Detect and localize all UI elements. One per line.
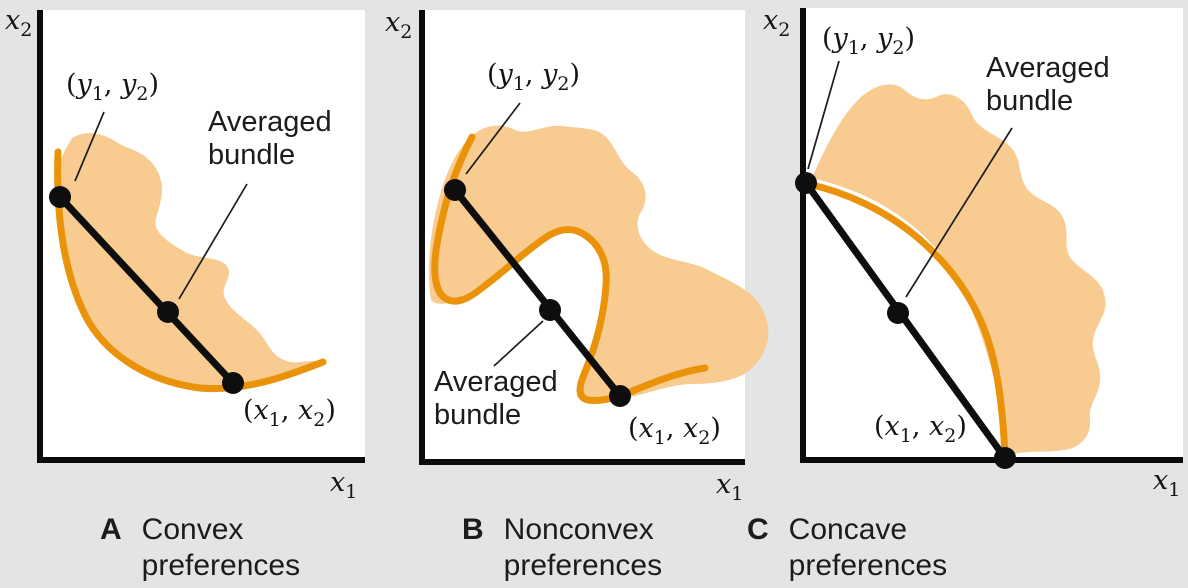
leader-averaged-bundle-C [905,127,1013,298]
leader-y-point-C [807,60,840,170]
indifference-curve-B [431,133,709,404]
indifference-curve-C [804,180,1009,461]
point-label-x-B: (x1, x2) [628,413,721,450]
point-x-C [994,447,1016,469]
caption-A: A Convex preferences [100,512,300,584]
caption-B: B Nonconvex preferences [462,512,662,584]
y-axis-sub-A: 2 [20,19,33,41]
point-averaged-C [887,302,909,324]
caption-text-C: Concave preferences [788,513,948,582]
caption-letter-A: A [100,513,122,546]
point-averaged-B [539,299,561,321]
x-axis-var-B: x [716,469,732,500]
point-y-A [49,186,71,208]
leader-averaged-bundle-B [493,320,544,367]
point-label-x-A: (x1, x2) [243,395,336,432]
preferred-set-A [57,133,320,388]
point-averaged-A [157,301,179,323]
point-label-y-C: (y1, y2) [822,23,915,60]
x-axis-sub-A: 1 [345,481,358,503]
averaged-bundle-label-B: Averaged bundle [434,366,558,431]
point-x-A [222,372,244,394]
point-label-y-B: (y1, y2) [487,59,580,96]
x-axis-label-B: x1 [716,470,743,509]
point-x-B [609,385,631,407]
caption-text-A: Convex preferences [141,513,301,582]
x-axis-sub-B: 1 [731,483,744,505]
averaged-bundle-label-A: Averaged bundle [208,106,332,171]
y-axis-label-B: x2 [385,8,412,47]
leader-y-point-A [74,111,105,182]
averaged-bundle-label-C: Averaged bundle [986,52,1110,117]
caption-text-B: Nonconvex preferences [503,513,663,582]
y-axis-sub-B: 2 [400,21,413,43]
caption-C: C Concave preferences [747,512,947,584]
point-label-x-C: (x1, x2) [874,411,967,448]
average-line-B [451,186,624,400]
y-axis-var-A: x [5,5,21,36]
x-axis-label-C: x1 [1153,466,1180,505]
x-axis-sub-C: 1 [1168,479,1181,501]
x-axis-label-A: x1 [330,468,357,507]
preferred-set-C [812,84,1106,455]
x-axis-var-C: x [1153,465,1169,496]
caption-letter-B: B [462,513,484,546]
leader-averaged-bundle-A [178,183,248,300]
y-axis-var-B: x [385,7,401,38]
point-label-y-A: (y1, y2) [66,69,159,106]
y-axis-var-C: x [763,5,779,36]
y-axis-sub-C: 2 [778,19,791,41]
indifference-curve-A [54,148,327,393]
y-axis-label-C: x2 [763,6,790,45]
caption-letter-C: C [747,513,769,546]
x-axis-var-A: x [330,467,346,498]
point-y-C [795,172,817,194]
y-axis-label-A: x2 [5,6,32,45]
point-y-B [444,179,466,201]
preferred-set-B [428,125,769,402]
leader-y-point-B [465,102,521,175]
average-line-A [56,193,237,387]
